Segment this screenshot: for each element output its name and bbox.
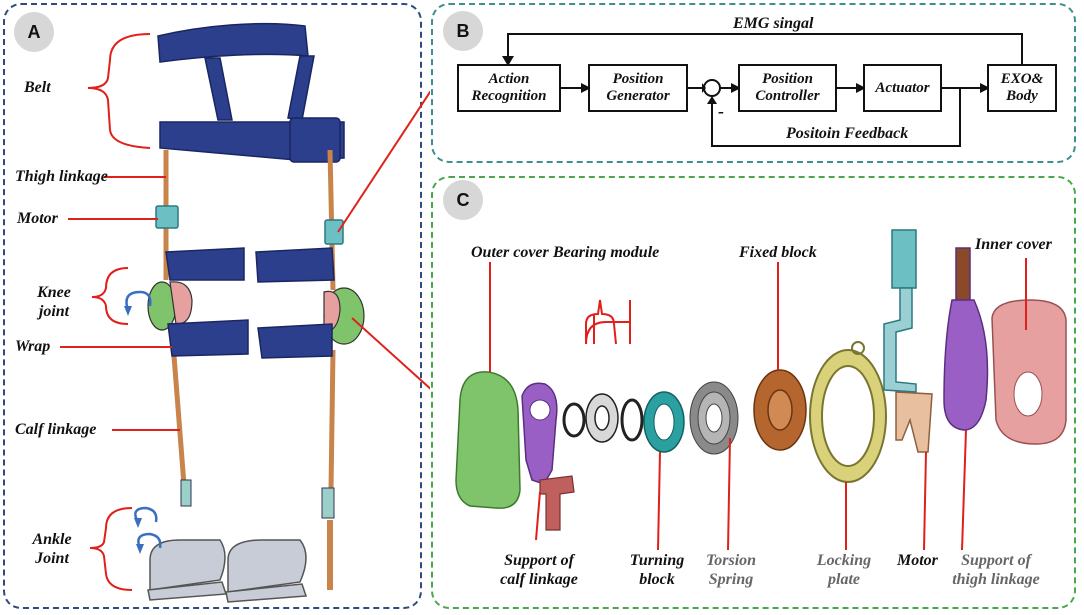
- block-position-generator: Position Generator: [588, 64, 688, 112]
- label-support-calf-line1: Support of: [504, 552, 574, 569]
- block-position-controller-line2: Controller: [755, 88, 820, 104]
- label-torsion-spring-line1: Torsion: [705, 552, 757, 569]
- label-torsion-spring-line2: Spring: [708, 571, 754, 588]
- minus-sign: -: [718, 101, 724, 121]
- block-exo-body: EXO& Body: [987, 64, 1057, 112]
- label-outer-cover: Outer cover: [471, 244, 549, 261]
- label-belt: Belt: [24, 79, 51, 96]
- label-motor: Motor: [17, 210, 58, 227]
- label-turning-block: Turning block: [622, 551, 692, 589]
- thigh-wraps: [165, 247, 335, 283]
- panel-c: [431, 176, 1076, 609]
- belt-shape: [157, 22, 345, 163]
- block-position-generator-line2: Generator: [606, 88, 670, 104]
- label-inner-cover: Inner cover: [975, 236, 1052, 253]
- label-turning-block-line1: Turning: [629, 552, 685, 569]
- block-position-controller: Position Controller: [738, 64, 837, 112]
- block-exo-body-line2: Body: [1006, 88, 1038, 104]
- fixed-block-shape: [753, 369, 807, 451]
- block-action-recognition-line1: Action: [488, 71, 530, 87]
- label-locking-plate-line1: Locking: [816, 552, 872, 569]
- label-knee-joint-line2: joint: [38, 303, 70, 320]
- locking-plate-shape: [809, 341, 887, 483]
- block-position-generator-line1: Position: [612, 71, 664, 87]
- block-exo-body-line1: EXO&: [1000, 71, 1044, 87]
- bearing-module-shapes: [562, 393, 644, 443]
- label-support-thigh-line1: Support of: [961, 552, 1031, 569]
- label-locking-plate-line2: plate: [828, 571, 860, 588]
- panel-c-leader-lines: [489, 258, 1027, 551]
- label-support-calf-linkage: Support of calf linkage: [489, 551, 589, 589]
- label-ankle-joint-line1: Ankle: [32, 531, 72, 548]
- block-actuator: Actuator: [863, 64, 942, 112]
- emg-signal-label: EMG singal: [733, 15, 814, 32]
- label-ankle-joint: Ankle Joint: [22, 530, 82, 568]
- label-calf-linkage: Calf linkage: [15, 421, 97, 438]
- support-calf-shape: [521, 382, 558, 485]
- panel-connector-lines: [337, 90, 430, 390]
- arrow-heads: [124, 306, 144, 554]
- ankle-connectors: [180, 479, 335, 519]
- label-torsion-spring: Torsion Spring: [696, 551, 766, 589]
- block-position-controller-line1: Position: [762, 71, 813, 87]
- foot-plates: [147, 539, 308, 603]
- label-fixed-block: Fixed block: [739, 244, 817, 261]
- label-knee-joint-line1: Knee: [37, 284, 71, 301]
- label-support-calf-line2: calf linkage: [500, 571, 578, 588]
- label-locking-plate: Locking plate: [808, 551, 880, 589]
- exoskeleton-drawing: [60, 22, 430, 603]
- panel-b: [431, 3, 1076, 163]
- label-support-thigh-linkage: Support of thigh linkage: [940, 551, 1052, 589]
- support-thigh-shape: [943, 247, 989, 431]
- panel-a-leader-lines: [60, 33, 180, 591]
- torsion-spring-shape: [689, 381, 739, 455]
- label-thigh-linkage: Thigh linkage: [15, 168, 108, 185]
- label-bearing-module: Bearing module: [553, 244, 660, 261]
- panel-c-badge: C: [443, 180, 483, 220]
- label-support-thigh-line2: thigh linkage: [952, 571, 1040, 588]
- position-feedback-label: Positoin Feedback: [786, 125, 909, 142]
- calf-wraps: [167, 319, 333, 359]
- panel-a: [3, 3, 422, 609]
- motor-part-shapes: [883, 229, 933, 453]
- outer-cover-shape: [455, 371, 521, 509]
- panel-a-badge: A: [14, 12, 54, 52]
- label-motor-part: Motor: [897, 552, 938, 569]
- label-wrap: Wrap: [15, 338, 51, 355]
- label-turning-block-line2: block: [639, 571, 675, 588]
- turning-block-shape: [643, 391, 685, 453]
- panel-b-badge: B: [443, 11, 483, 51]
- calf-socket-shape: [539, 475, 575, 531]
- rotation-arrows: [125, 290, 162, 549]
- label-knee-joint: Knee joint: [24, 283, 84, 321]
- label-ankle-joint-line2: Joint: [35, 550, 69, 567]
- block-action-recognition-line2: Recognition: [471, 88, 547, 104]
- motor-shapes: [155, 205, 344, 245]
- block-action-recognition: Action Recognition: [457, 64, 561, 112]
